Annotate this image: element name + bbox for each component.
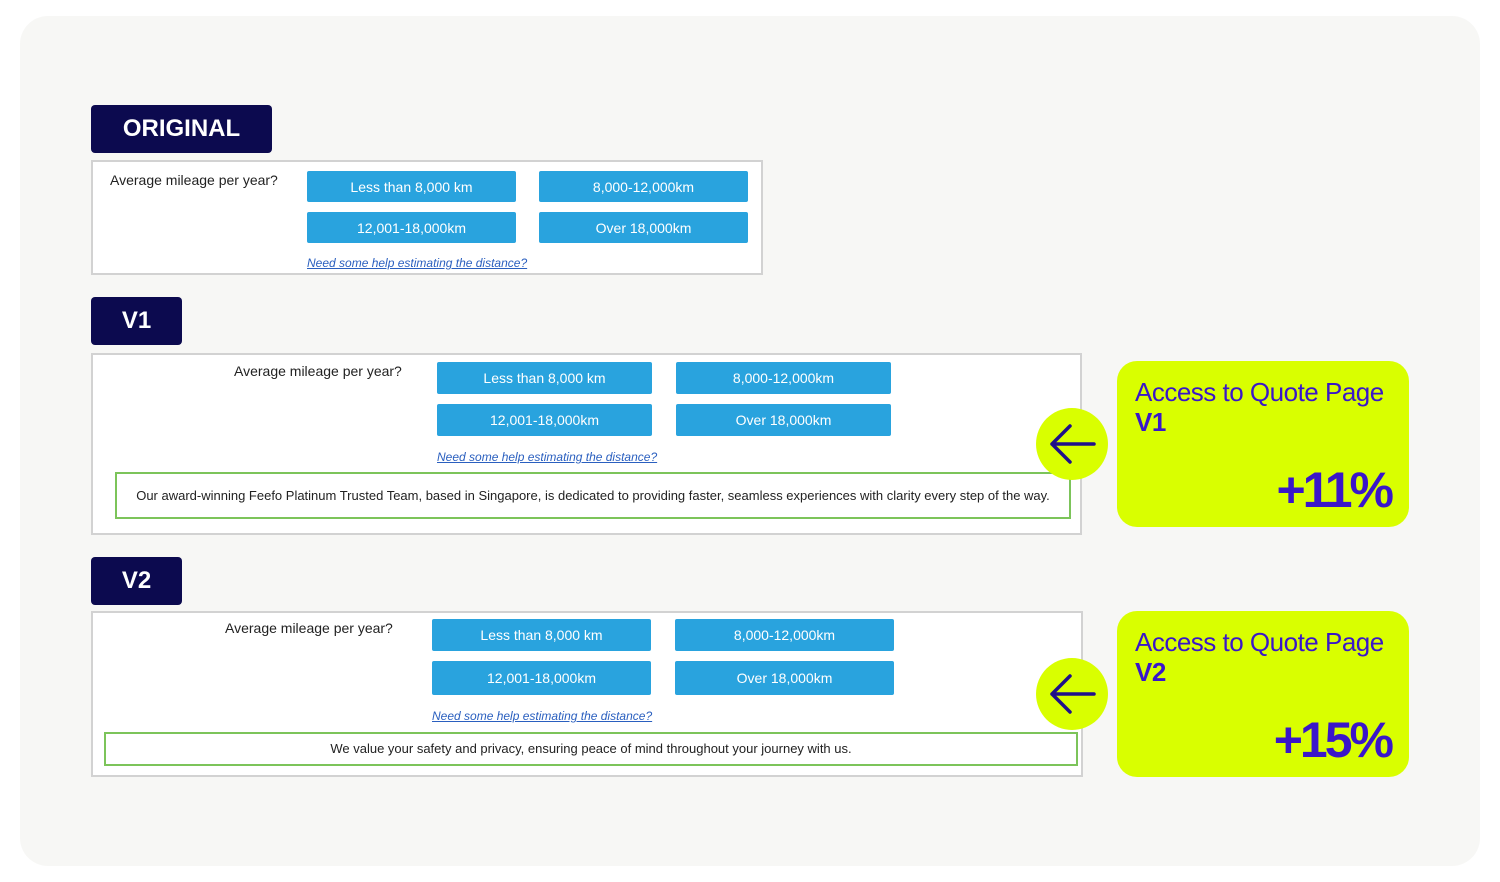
v2-result-title-text: Access to Quote Page [1135, 627, 1384, 657]
v1-help-link[interactable]: Need some help estimating the distance? [437, 450, 658, 464]
original-tag: ORIGINAL [91, 105, 272, 153]
v1-result-value: +11% [1276, 462, 1394, 518]
v1-panel: Average mileage per year? Less than 8,00… [91, 353, 1082, 535]
v2-result-version: V2 [1135, 657, 1166, 687]
v1-result-title-text: Access to Quote Page [1135, 377, 1384, 407]
v1-result-title: Access to Quote Page V1 [1135, 377, 1395, 437]
v2-trust-message: We value your safety and privacy, ensuri… [104, 732, 1078, 766]
original-option-over-18000[interactable]: Over 18,000km [539, 212, 748, 243]
v2-option-less-than-8000[interactable]: Less than 8,000 km [432, 619, 651, 651]
original-option-12001-18000[interactable]: 12,001-18,000km [307, 212, 516, 243]
v2-result-card: Access to Quote Page V2 +15% [1117, 611, 1409, 777]
v2-panel: Average mileage per year? Less than 8,00… [91, 611, 1083, 777]
v2-result-title: Access to Quote Page V2 [1135, 627, 1395, 687]
v1-arrow-badge [1036, 408, 1108, 480]
v2-arrow-badge [1036, 658, 1108, 730]
v2-help-link[interactable]: Need some help estimating the distance? [432, 709, 653, 723]
v2-option-8000-12000[interactable]: 8,000-12,000km [675, 619, 894, 651]
v1-option-over-18000[interactable]: Over 18,000km [676, 404, 891, 436]
v1-result-card: Access to Quote Page V1 +11% [1117, 361, 1409, 527]
v1-option-8000-12000[interactable]: 8,000-12,000km [676, 362, 891, 394]
v2-question: Average mileage per year? [225, 620, 393, 636]
v2-option-12001-18000[interactable]: 12,001-18,000km [432, 661, 651, 695]
v2-option-over-18000[interactable]: Over 18,000km [675, 661, 894, 695]
v1-tag: V1 [91, 297, 182, 345]
v1-trust-message: Our award-winning Feefo Platinum Trusted… [115, 472, 1071, 519]
original-option-less-than-8000[interactable]: Less than 8,000 km [307, 171, 516, 202]
v2-tag: V2 [91, 557, 182, 605]
arrow-left-icon [1050, 424, 1096, 464]
v1-option-less-than-8000[interactable]: Less than 8,000 km [437, 362, 652, 394]
v1-result-version: V1 [1135, 407, 1166, 437]
original-help-link[interactable]: Need some help estimating the distance? [307, 256, 528, 270]
original-panel: Average mileage per year? Less than 8,00… [91, 160, 763, 275]
arrow-left-icon [1050, 674, 1096, 714]
original-question: Average mileage per year? [110, 172, 278, 188]
v1-option-12001-18000[interactable]: 12,001-18,000km [437, 404, 652, 436]
v2-result-value: +15% [1273, 712, 1394, 768]
original-option-8000-12000[interactable]: 8,000-12,000km [539, 171, 748, 202]
v1-question: Average mileage per year? [234, 363, 402, 379]
